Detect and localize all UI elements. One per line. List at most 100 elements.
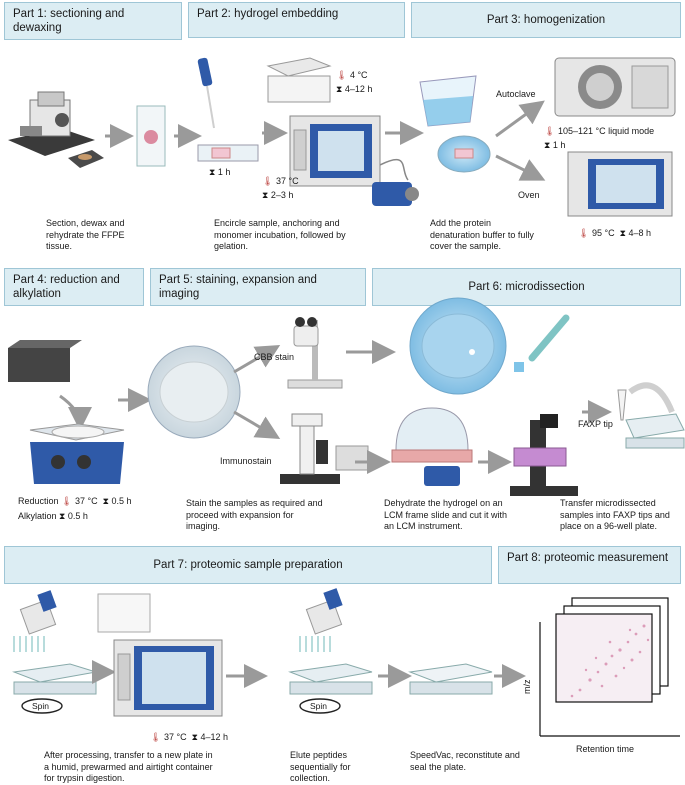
part2-warm-time: ⧗ 2–3 h xyxy=(262,190,293,201)
stained-gel-dish-icon xyxy=(409,297,507,395)
sealed-plate-icon xyxy=(408,663,493,695)
part7-caption-c: SpeedVac, reconstitute and seal the plat… xyxy=(410,750,520,772)
humid-container-icon xyxy=(97,593,151,633)
faxp-tip-label: FAXP tip xyxy=(578,419,613,429)
thermometer-icon: 🌡 xyxy=(150,732,162,742)
oven-icon xyxy=(567,151,673,217)
part2-cold-time: ⧗ 4–12 h xyxy=(336,84,372,95)
part6-caption-a: Dehydrate the hydrogel on an LCM frame s… xyxy=(384,498,508,531)
p7-temp-text: 37 °C xyxy=(163,732,187,742)
part8-header: Part 8: proteomic measurement xyxy=(498,546,681,584)
part1-caption: Section, dewax and rehydrate the FFPE ti… xyxy=(46,218,125,251)
part3-caption: Add the protein denaturation buffer to f… xyxy=(430,218,534,251)
thermometer-icon: 🌡 xyxy=(578,228,590,238)
arrow-immuno xyxy=(233,410,281,440)
hourglass-icon: ⧗ xyxy=(336,84,343,94)
multichannel-pipette-icon-a xyxy=(13,590,57,652)
reduction-row: Reduction 🌡 37 °C ⧗ 0.5 h xyxy=(18,496,132,507)
autoclave-temp-text: 105–121 °C liquid mode xyxy=(557,126,655,136)
tissue-block-icon xyxy=(68,150,104,168)
incubator-icon-b xyxy=(113,639,223,717)
multichannel-pipette-icon-b xyxy=(299,588,343,652)
thermometer-icon: 🌡 xyxy=(336,70,348,80)
cold-box-icon xyxy=(266,57,332,103)
oven-temp-text: 95 °C xyxy=(591,228,615,238)
autoclave-temp: 🌡 105–121 °C liquid mode xyxy=(544,126,654,137)
hourglass-icon: ⧗ xyxy=(102,496,109,506)
petri-dish-icon xyxy=(437,135,491,173)
arrow-oven xyxy=(495,154,546,181)
vacuum-pump-icon xyxy=(372,158,419,206)
heating-block-icon xyxy=(8,340,82,382)
spin-label-a: Spin xyxy=(32,701,50,711)
hourglass-icon: ⧗ xyxy=(191,732,198,742)
arrow-11 xyxy=(628,382,675,414)
ms-axes xyxy=(539,622,680,737)
part2-time-1h: ⧗ 1 h xyxy=(209,167,231,177)
arrow-5 xyxy=(59,394,92,431)
oven-label: Oven xyxy=(518,190,540,200)
incubator-icon xyxy=(289,115,381,187)
part7-temp-time: 🌡 37 °C ⧗ 4–12 h xyxy=(150,732,228,743)
immunostain-label: Immunostain xyxy=(220,456,272,466)
spin-icon-a xyxy=(21,698,63,714)
hourglass-icon: ⧗ xyxy=(59,511,66,521)
thermometer-icon: 🌡 xyxy=(61,496,73,506)
alkylation-label: Alkylation xyxy=(18,511,57,521)
part7-caption-b: Elute peptides sequentially for collecti… xyxy=(290,750,351,783)
autoclave-icon xyxy=(554,57,676,117)
scalpel-tip-icon xyxy=(514,314,570,372)
p2-cold-temp-text: 4 °C xyxy=(349,70,368,80)
pipette-icon xyxy=(197,57,215,129)
shaker-icon xyxy=(29,423,125,484)
oven-time-text: 4–8 h xyxy=(628,228,651,238)
part2-header: Part 2: hydrogel embedding xyxy=(188,2,405,38)
autoclave-time: ⧗ 1 h xyxy=(544,140,565,151)
stereo-microscope-icon xyxy=(287,317,343,389)
part7-caption-a: After processing, transfer to a new plat… xyxy=(44,750,213,783)
autoclave-time-text: 1 h xyxy=(552,140,566,150)
p7-time-text: 4–12 h xyxy=(200,732,228,742)
thermometer-icon: 🌡 xyxy=(544,126,556,136)
fluorescence-microscope-icon xyxy=(280,413,369,484)
reduction-temp-text: 37 °C xyxy=(75,496,98,506)
part1-header: Part 1: sectioning and dewaxing xyxy=(4,2,182,40)
autoclave-label: Autoclave xyxy=(496,89,536,99)
p2-warm-temp-text: 37 °C xyxy=(275,176,299,186)
expanded-gel-dish-icon xyxy=(147,345,241,439)
alkylation-time-text: 0.5 h xyxy=(67,511,88,521)
hydrogel-slide-icon xyxy=(197,144,259,162)
y-axis-label: m/z xyxy=(522,679,532,695)
lcm-instrument-icon xyxy=(510,414,578,496)
vacuum-desiccator-icon xyxy=(391,407,473,486)
p2-time1-text: 1 h xyxy=(217,167,231,177)
arrow-autoclave xyxy=(495,100,545,138)
faxp-tip-icon xyxy=(617,389,627,421)
hourglass-icon: ⧗ xyxy=(262,190,269,200)
part6-header: Part 6: microdissection xyxy=(372,268,681,306)
reduction-time-text: 0.5 h xyxy=(111,496,132,506)
reduction-label: Reduction xyxy=(18,496,59,506)
hourglass-icon: ⧗ xyxy=(544,140,551,150)
part4-header: Part 4: reduction and alkylation xyxy=(4,268,144,306)
part7-header: Part 7: proteomic sample preparation xyxy=(4,546,492,584)
alkylation-row: Alkylation ⧗ 0.5 h xyxy=(18,511,88,522)
microtome-icon xyxy=(8,91,95,156)
part3-header: Part 3: homogenization xyxy=(411,2,681,38)
96-well-plate-icon-a xyxy=(625,413,685,449)
part5-caption: Stain the samples as required and procee… xyxy=(186,498,323,531)
part6-caption-b: Transfer microdissected samples into FAX… xyxy=(560,498,670,531)
part2-caption: Encircle sample, anchoring and monomer i… xyxy=(214,218,346,251)
part2-warm-temp: 🌡 37 °C xyxy=(262,176,299,187)
glass-slide-icon xyxy=(136,105,166,167)
beaker-icon xyxy=(419,75,477,127)
96-well-plate-icon-b xyxy=(12,663,97,695)
cbb-stain-label: CBB stain xyxy=(254,352,295,362)
part5-header: Part 5: staining, expansion and imaging xyxy=(150,268,366,306)
part2-cold-temp: 🌡 4 °C xyxy=(336,70,368,81)
x-axis-label: Retention time xyxy=(576,744,635,754)
arrow-cbb xyxy=(233,344,281,374)
hourglass-icon: ⧗ xyxy=(619,228,626,238)
spin-label-b: Spin xyxy=(310,701,328,711)
